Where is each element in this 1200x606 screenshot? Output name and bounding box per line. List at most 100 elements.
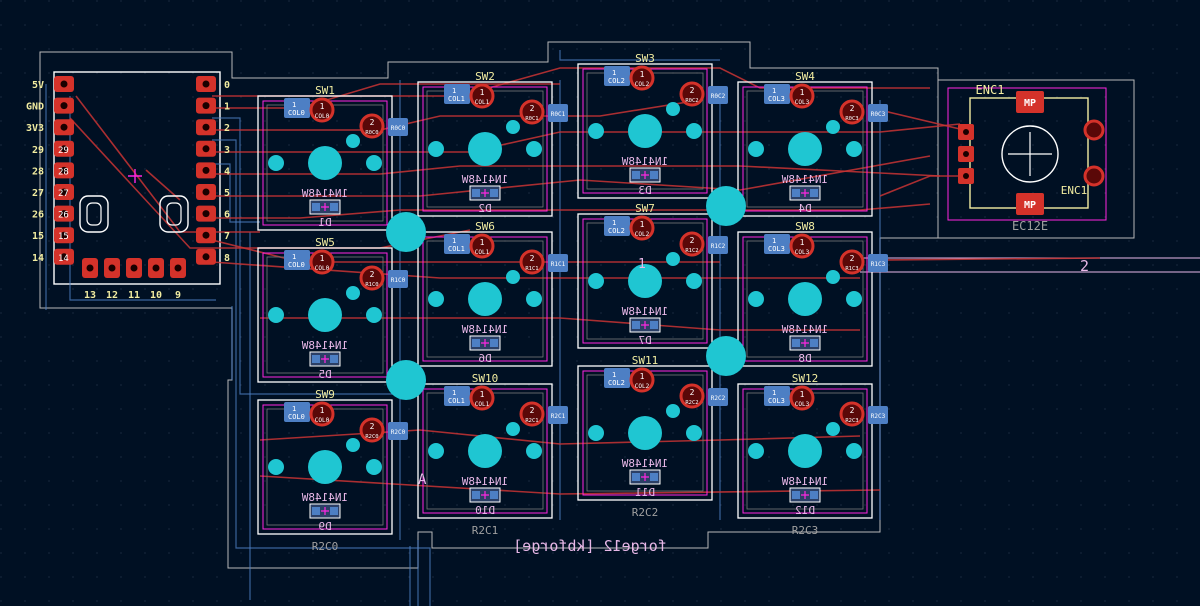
switch-pad-1[interactable] bbox=[444, 234, 470, 254]
diode-pad-k[interactable] bbox=[490, 339, 498, 347]
switch-matrix[interactable]: SW11COL01COL02R0C0R0C01N4148WD1SW21COL11… bbox=[257, 52, 888, 553]
diode-pad-k[interactable] bbox=[650, 171, 658, 179]
switch-pin-1[interactable] bbox=[789, 233, 815, 259]
switch-pad-1[interactable] bbox=[284, 98, 310, 118]
switch-pin-1[interactable] bbox=[629, 65, 655, 91]
switch-pin-2[interactable] bbox=[839, 401, 865, 427]
switch-pin-2[interactable] bbox=[359, 265, 385, 291]
diode-pad-k[interactable] bbox=[650, 473, 658, 481]
switch-pin-2[interactable] bbox=[839, 249, 865, 275]
diode-pad-a[interactable] bbox=[312, 355, 320, 363]
controller-pin-right[interactable]: 0 bbox=[196, 76, 230, 92]
diode-pad-a[interactable] bbox=[632, 171, 640, 179]
diode-pad-a[interactable] bbox=[792, 189, 800, 197]
switch-pad-2[interactable] bbox=[868, 406, 888, 424]
switch-pad-1[interactable] bbox=[604, 216, 630, 236]
switch-pad-2[interactable] bbox=[708, 86, 728, 104]
diode-pad-k[interactable] bbox=[330, 203, 338, 211]
controller-pin-right[interactable]: 3 bbox=[196, 140, 230, 157]
switch-pin-1[interactable] bbox=[469, 83, 495, 109]
switch-pin-2[interactable] bbox=[359, 113, 385, 139]
switch-pad-1[interactable] bbox=[284, 250, 310, 270]
diode-pad-k[interactable] bbox=[650, 321, 658, 329]
mounting-holes[interactable] bbox=[386, 186, 746, 400]
switch-pad-1[interactable] bbox=[764, 234, 790, 254]
controller-pin-bottom[interactable]: 9 bbox=[170, 258, 186, 301]
switch-pin-2[interactable] bbox=[519, 99, 545, 125]
diode-pad-a[interactable] bbox=[472, 339, 480, 347]
mounting-hole[interactable] bbox=[706, 186, 746, 226]
switch-pad-1[interactable] bbox=[444, 386, 470, 406]
switch-pad-2[interactable] bbox=[388, 422, 408, 440]
switch-pad-1[interactable] bbox=[604, 66, 630, 86]
diode-pad-a[interactable] bbox=[632, 321, 640, 329]
controller-pin-bottom[interactable]: 12 bbox=[104, 258, 120, 301]
switch-pin-1[interactable] bbox=[309, 97, 335, 123]
diode-pad-k[interactable] bbox=[810, 339, 818, 347]
switch-pin-1[interactable] bbox=[469, 385, 495, 411]
controller-pin-bottom[interactable]: 11 bbox=[126, 258, 142, 301]
diode-pad-a[interactable] bbox=[792, 491, 800, 499]
switch-pad-2[interactable] bbox=[548, 104, 568, 122]
switch-pad-2[interactable] bbox=[548, 254, 568, 272]
switch-pad-2[interactable] bbox=[868, 254, 888, 272]
diode-pad-a[interactable] bbox=[472, 189, 480, 197]
switch-pin-2[interactable] bbox=[519, 249, 545, 275]
mounting-hole[interactable] bbox=[386, 360, 426, 400]
diode-pad-k[interactable] bbox=[490, 189, 498, 197]
diode-pad-k[interactable] bbox=[330, 355, 338, 363]
controller-pin-left[interactable]: 3V3 bbox=[26, 119, 74, 136]
switch-pad-1[interactable] bbox=[284, 402, 310, 422]
switch-pad-2[interactable] bbox=[388, 270, 408, 288]
diode-pad-k[interactable] bbox=[810, 491, 818, 499]
controller-pin-left[interactable]: 5V bbox=[32, 76, 74, 92]
diode-pad-a[interactable] bbox=[632, 473, 640, 481]
switch-pin-1[interactable] bbox=[629, 215, 655, 241]
switch-pin-1[interactable] bbox=[469, 233, 495, 259]
switch-pin-2[interactable] bbox=[679, 231, 705, 257]
switch-pin-2[interactable] bbox=[839, 99, 865, 125]
switch-pin-1[interactable] bbox=[789, 83, 815, 109]
controller-pin-bottom[interactable]: 13 bbox=[82, 258, 98, 301]
diode-pad-k[interactable] bbox=[330, 507, 338, 515]
controller-pin-right[interactable]: 8 bbox=[196, 248, 230, 265]
encoder-mount-pad[interactable] bbox=[1016, 193, 1044, 215]
encoder-switch-pin[interactable] bbox=[1083, 119, 1105, 141]
switch-pin-2[interactable] bbox=[679, 383, 705, 409]
switch-pad-2[interactable] bbox=[388, 118, 408, 136]
diode-pad-a[interactable] bbox=[312, 507, 320, 515]
switch-pin-1[interactable] bbox=[789, 385, 815, 411]
switch-pin-2[interactable] bbox=[519, 401, 545, 427]
switch-pad-1[interactable] bbox=[444, 84, 470, 104]
switch-pad-1[interactable] bbox=[764, 386, 790, 406]
mounting-hole[interactable] bbox=[386, 212, 426, 252]
controller-pin-right[interactable]: 7 bbox=[196, 227, 230, 244]
diode-pad-k[interactable] bbox=[490, 491, 498, 499]
switch-pin-1[interactable] bbox=[309, 401, 335, 427]
encoder-mount-pad[interactable] bbox=[1016, 91, 1044, 113]
controller-pin-bottom[interactable]: 10 bbox=[148, 258, 164, 301]
controller-pin-right[interactable]: 5 bbox=[196, 184, 230, 200]
controller-pin-left[interactable]: GND bbox=[26, 97, 74, 114]
switch-pad-1[interactable] bbox=[764, 84, 790, 104]
controller-pin-right[interactable]: 4 bbox=[196, 162, 230, 179]
diode-pad-a[interactable] bbox=[472, 491, 480, 499]
